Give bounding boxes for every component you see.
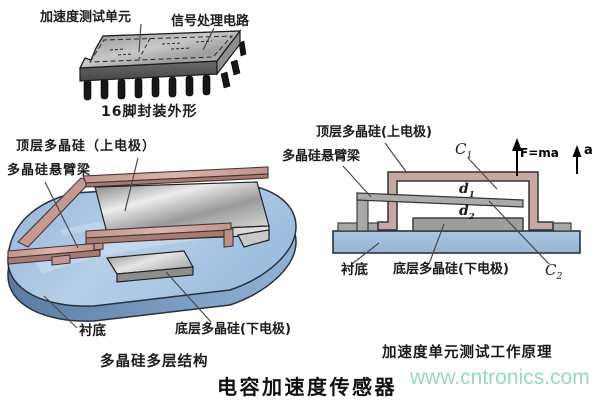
cs-right-foot	[552, 222, 572, 232]
chip-caption: 16脚封装外形	[101, 104, 198, 120]
chip-illustration	[78, 23, 247, 101]
acceleration-label: a	[584, 143, 593, 158]
c2-sub: 2	[556, 271, 563, 282]
chip-label-accel-unit: 加速度测试单元	[40, 10, 132, 25]
structure-label-bottom-layer: 底层多晶硅(下电极)	[175, 322, 291, 337]
gap-d1-label: d1	[459, 181, 475, 200]
cross-section-label-bottom-layer: 底层多晶硅(下电极)	[393, 262, 509, 277]
page-title: 电容加速度传感器	[217, 375, 397, 399]
structure-leader-lines	[43, 157, 212, 329]
bottom-plate	[105, 250, 194, 283]
cs-bottom-electrode	[412, 217, 524, 232]
cross-section-label-substrate: 衬底	[341, 262, 368, 278]
chip-front-pins	[83, 74, 211, 101]
c1-sub: 1	[466, 150, 473, 161]
chip-label-signal-circuit: 信号处理电路	[171, 14, 250, 29]
cs-top-electrode-bridge	[377, 171, 554, 231]
gap-d2-label: d2	[459, 203, 475, 222]
chip-top-face	[78, 30, 242, 69]
d1-base: d	[459, 181, 469, 197]
structure-label-top-layer: 顶层多晶硅（上电极）	[16, 139, 157, 154]
d2-base: d	[459, 203, 469, 219]
capacitance-c2-label: C2	[545, 261, 563, 282]
chip-leader-lines	[138, 23, 215, 53]
c2-base: C	[545, 261, 557, 279]
cross-section-illustration	[332, 138, 582, 265]
structure-label-cantilever: 多晶硅悬臂梁	[7, 163, 92, 178]
d1-sub: 1	[468, 190, 475, 200]
structure-3d-illustration	[7, 157, 297, 329]
cs-leader-lines	[342, 142, 550, 265]
force-label: F=ma	[520, 146, 559, 160]
structure-label-substrate: 衬底	[79, 323, 106, 339]
cross-section-label-cantilever: 多晶硅悬臂梁	[282, 149, 361, 164]
cross-section-caption: 加速度单元测试工作原理	[382, 345, 553, 361]
cs-anchor-post	[356, 195, 369, 232]
cs-cantilever-beam	[356, 192, 524, 208]
chip-dashed-regions	[89, 35, 234, 63]
watermark: www.cntronics.com	[410, 366, 590, 389]
structure-caption: 多晶硅多层结构	[100, 354, 209, 370]
capacitance-c1-label: C1	[455, 140, 473, 161]
cross-section-label-top-layer: 顶层多晶硅(上电极)	[316, 125, 432, 140]
c1-base: C	[455, 140, 467, 158]
chip-side-pins	[220, 40, 247, 89]
acceleration-arrow	[572, 145, 582, 174]
d2-sub: 2	[468, 212, 475, 222]
force-arrow	[512, 138, 522, 176]
